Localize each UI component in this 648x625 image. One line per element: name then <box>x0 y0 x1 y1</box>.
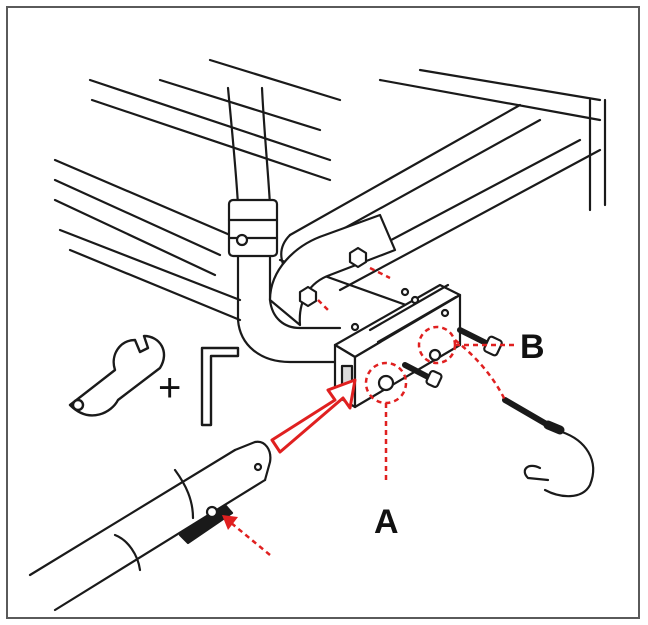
connector-bracket <box>333 283 462 409</box>
mount-plate <box>268 213 397 327</box>
plus-sign: + <box>158 366 182 410</box>
upper-rails <box>280 103 602 292</box>
allen-key-icon <box>200 346 240 427</box>
nut-upper <box>348 246 368 269</box>
callout-guides <box>229 266 515 556</box>
release-pin <box>502 397 595 498</box>
tube-clamp <box>227 198 279 258</box>
frame-rails <box>53 58 607 322</box>
nut-lower <box>298 285 318 308</box>
insert-arrow <box>270 378 357 454</box>
callout-label-a: A <box>374 503 399 541</box>
vertical-tube <box>226 86 342 364</box>
wrench-icon <box>68 334 166 417</box>
pin-hole-arrowhead <box>222 515 238 530</box>
bolts <box>402 327 503 388</box>
lower-tube <box>28 440 272 612</box>
pin-hole-arrow-line <box>229 521 271 556</box>
callout-label-b: B <box>520 328 545 366</box>
